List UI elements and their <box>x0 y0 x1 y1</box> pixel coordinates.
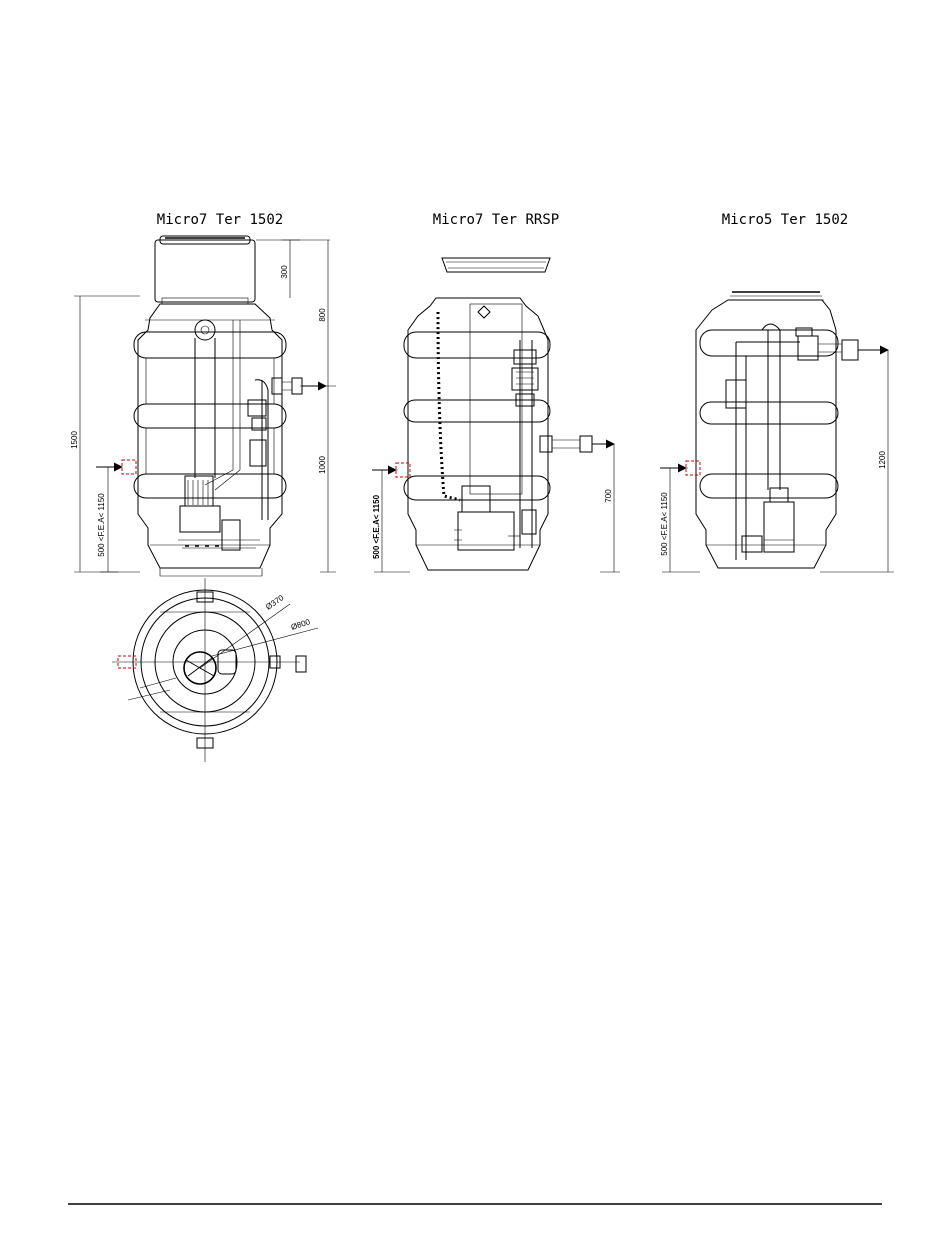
view-micro7-ter-1502: Micro7 Ter 1502 <box>70 212 336 576</box>
riser-pipe <box>195 320 240 490</box>
plan-dim-d370: Ø370 <box>264 593 286 612</box>
lid <box>442 258 550 272</box>
view-title: Micro7 Ter 1502 <box>157 212 283 228</box>
dim-total-height: 1500 <box>70 431 79 449</box>
tank-body <box>404 298 550 570</box>
internal-pipework <box>726 324 858 560</box>
tank-body <box>696 300 838 568</box>
lid <box>728 292 824 300</box>
lid <box>155 236 255 304</box>
dimension-lines <box>74 240 336 572</box>
plan-view-micro7-ter-1502: Ø370 Ø800 <box>112 578 318 762</box>
dim-inlet-range: 500 <F.E.A< 1150 <box>97 493 106 557</box>
discharge-column <box>512 340 592 548</box>
discharge-fittings <box>248 378 302 520</box>
dim-upper-height: 800 <box>318 308 327 322</box>
view-micro7-ter-rrsp: Micro7 Ter RRSP <box>372 212 620 572</box>
pump-assembly <box>454 486 520 550</box>
dim-lower-height: 1000 <box>318 456 327 474</box>
dim-outlet-height: 700 <box>604 489 613 503</box>
view-title: Micro5 Ter 1502 <box>722 212 848 228</box>
dim-inlet-range: 500 <F.E.A< 1150 <box>660 492 669 556</box>
plan-dim-d800: Ø800 <box>290 617 312 632</box>
dim-inlet-range: 500 <F.E.A< 1150 <box>372 494 381 559</box>
lifting-chain <box>438 312 460 500</box>
view-micro5-ter-1502: Micro5 Ter 1502 <box>660 212 894 572</box>
dim-outlet-height: 1200 <box>878 451 887 469</box>
dimension-lines <box>374 444 620 572</box>
dim-lid-height: 300 <box>280 265 289 279</box>
view-title: Micro7 Ter RRSP <box>433 212 559 228</box>
